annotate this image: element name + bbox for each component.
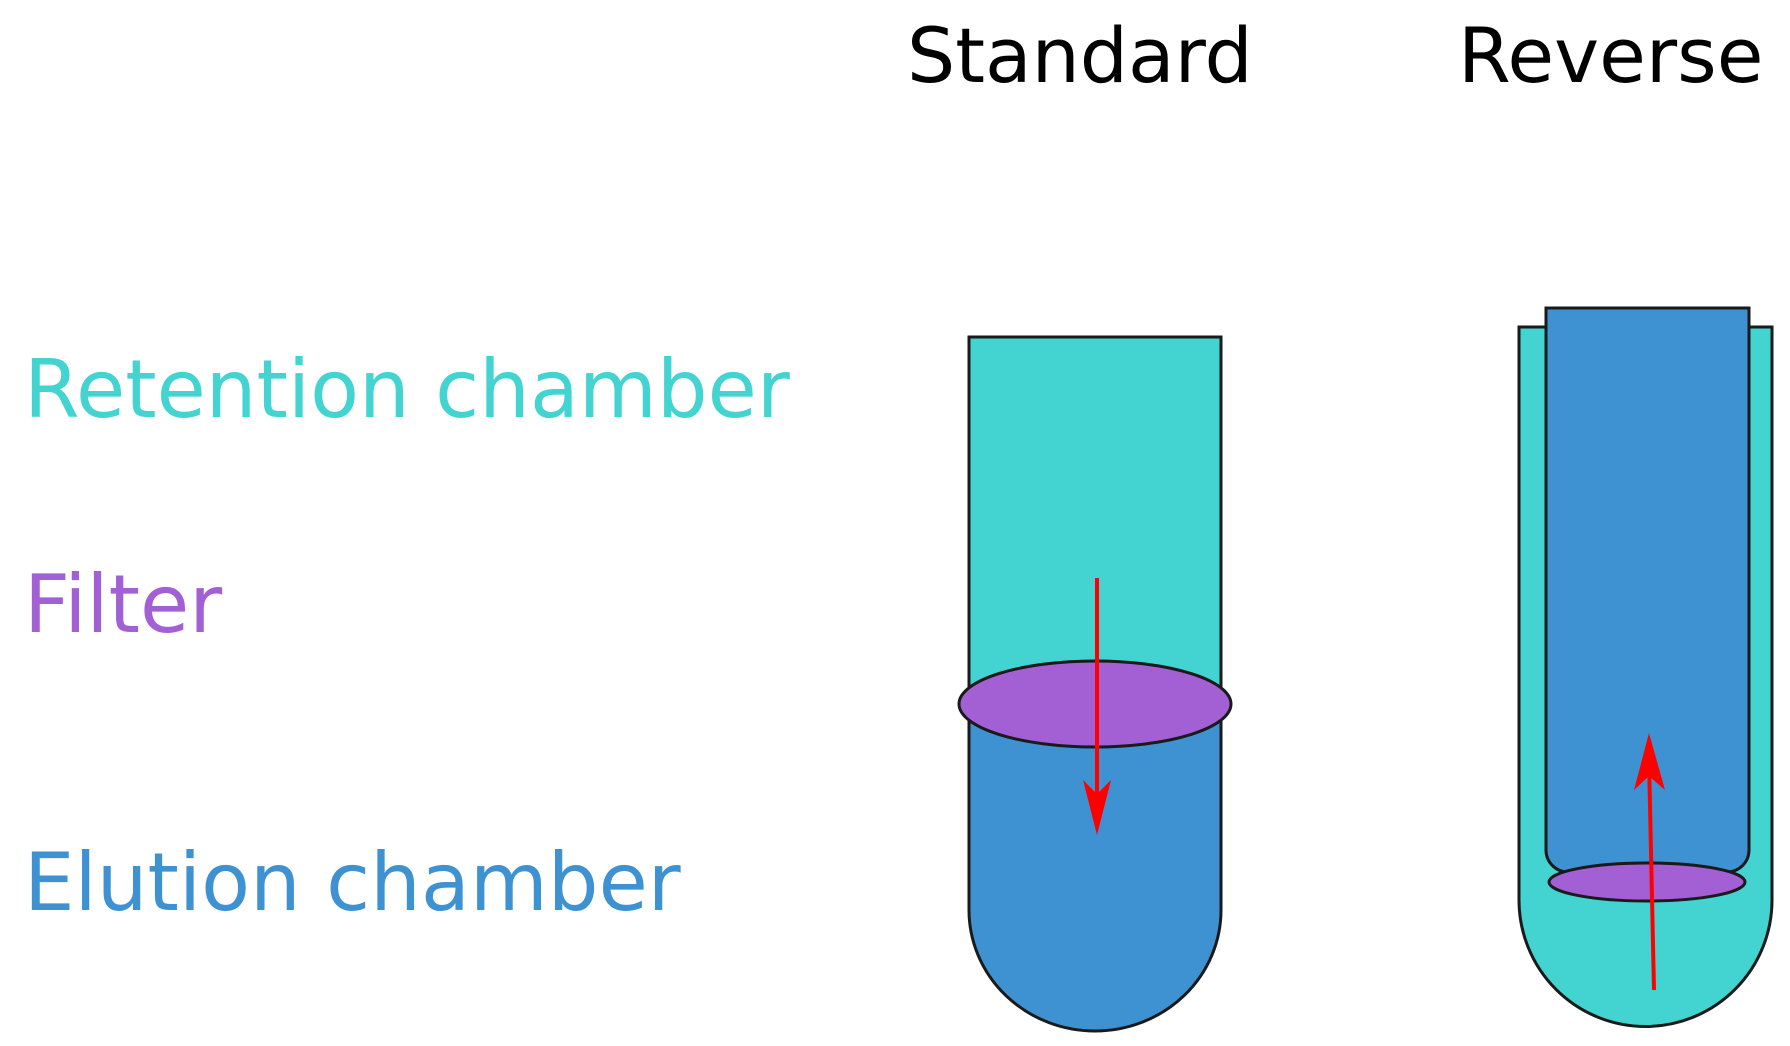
reverse-filter — [1547, 861, 1747, 903]
standard-flow-arrow — [1083, 578, 1111, 835]
elution-chamber-label: Elution chamber — [24, 836, 681, 929]
standard-title: Standard — [907, 11, 1253, 100]
standard-elution-chamber — [967, 704, 1223, 1033]
standard-tube — [957, 335, 1233, 1033]
retention-chamber-label: Retention chamber — [24, 343, 790, 436]
reverse-flow-arrow — [1634, 733, 1665, 991]
reverse-tube — [1517, 306, 1774, 1028]
reverse-elution-chamber — [1544, 306, 1751, 874]
filter-label: Filter — [24, 558, 223, 651]
reverse-title: Reverse — [1458, 11, 1764, 100]
